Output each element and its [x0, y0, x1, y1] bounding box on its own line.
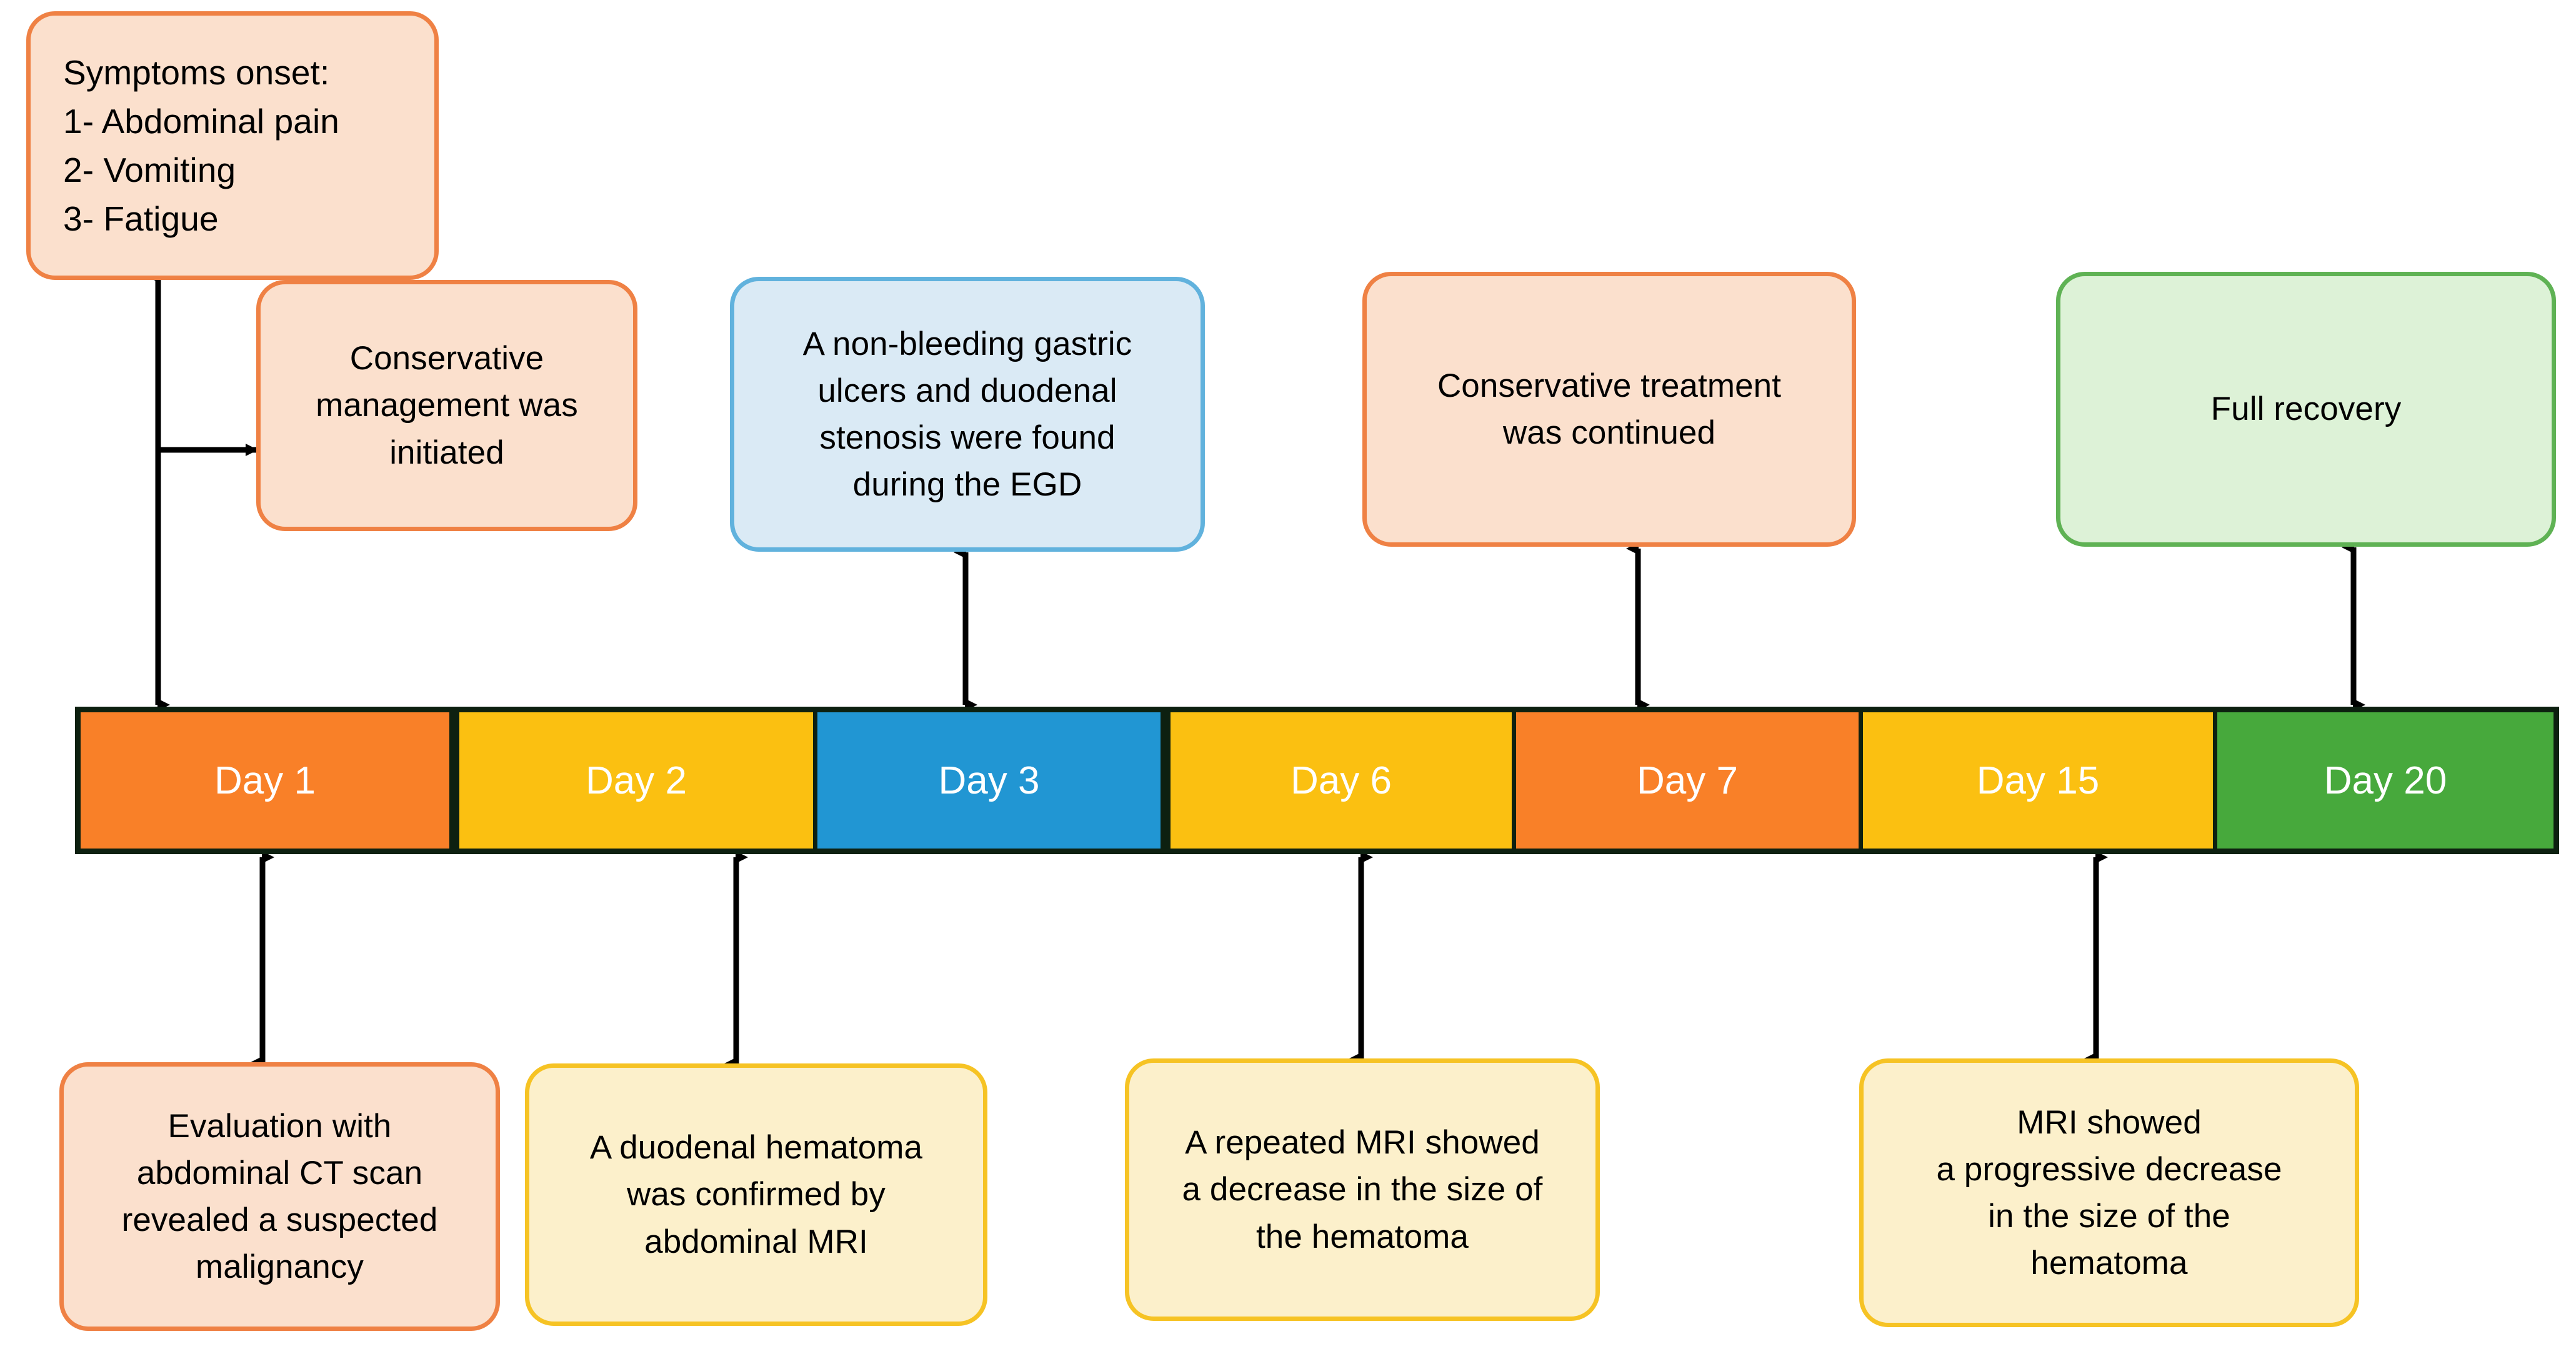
timeline-segment-label: Day 6	[1290, 759, 1392, 802]
event-box-conservative-continued[interactable]: Conservative treatment was continued	[1362, 272, 1856, 547]
timeline-segment-day-6[interactable]: Day 6	[1171, 712, 1516, 849]
timeline-segment-day-7[interactable]: Day 7	[1516, 712, 1863, 849]
timeline-segment-label: Day 7	[1637, 759, 1738, 802]
event-box-mri-confirmation[interactable]: A duodenal hematoma was confirmed by abd…	[525, 1063, 987, 1326]
event-box-ct-evaluation[interactable]: Evaluation with abdominal CT scan reveal…	[59, 1062, 500, 1331]
timeline-bar: Day 1 Day 2 Day 3 Day 6 Day 7 Day 15 Day…	[75, 707, 2559, 854]
timeline-segment-label: Day 2	[586, 759, 687, 802]
timeline-segment-label: Day 1	[214, 759, 316, 802]
event-box-symptoms-onset[interactable]: Symptoms onset: 1- Abdominal pain 2- Vom…	[26, 11, 439, 280]
event-box-full-recovery[interactable]: Full recovery	[2056, 272, 2556, 547]
timeline-segment-day-20[interactable]: Day 20	[2217, 712, 2554, 849]
timeline-segment-day-2[interactable]: Day 2	[459, 712, 817, 849]
timeline-segment-label: Day 20	[2324, 759, 2447, 802]
timeline-segment-day-15[interactable]: Day 15	[1863, 712, 2217, 849]
event-box-egd-findings[interactable]: A non-bleeding gastric ulcers and duoden…	[730, 277, 1205, 552]
timeline-segment-label: Day 3	[938, 759, 1040, 802]
event-box-repeat-mri-day6[interactable]: A repeated MRI showed a decrease in the …	[1125, 1058, 1600, 1321]
event-box-conservative-management[interactable]: Conservative management was initiated	[256, 280, 637, 531]
event-box-mri-day15[interactable]: MRI showed a progressive decrease in the…	[1859, 1058, 2359, 1327]
timeline-segment-label: Day 15	[1976, 759, 2100, 802]
timeline-segment-day-1[interactable]: Day 1	[81, 712, 454, 849]
timeline-segment-day-3[interactable]: Day 3	[817, 712, 1165, 849]
